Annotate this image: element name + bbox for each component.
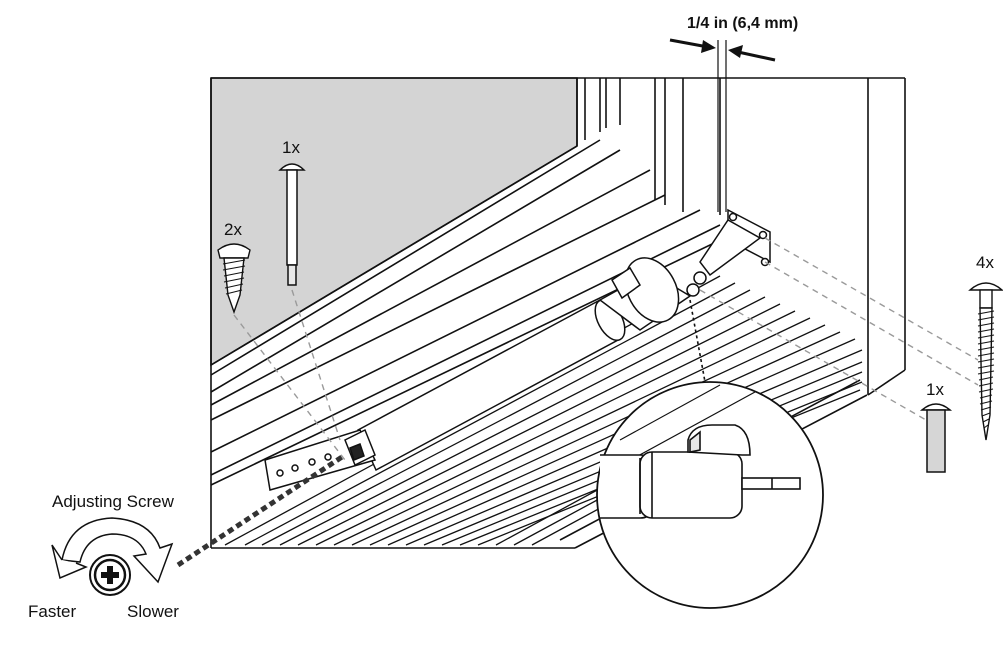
- screw-short: 2x: [217, 220, 251, 315]
- gap-label: 1/4 in (6,4 mm): [687, 15, 798, 32]
- rotate-arrows-icon: [51, 517, 174, 584]
- pin-right: 1x: [919, 380, 953, 473]
- screw-long-qty: 4x: [976, 253, 994, 272]
- screw-long: 4x: [968, 253, 1003, 441]
- detail-magnifier: [596, 381, 824, 609]
- pin-right-qty: 1x: [926, 380, 944, 399]
- phillips-screw-icon: [89, 554, 131, 596]
- detail-leader: [689, 299, 713, 421]
- strut-end-cap: [624, 257, 680, 323]
- gap-dimension: 1/4 in (6,4 mm): [669, 15, 798, 212]
- adjusting-screw-legend: Adjusting Screw Faster Slower: [28, 492, 179, 621]
- gap-arrow-right-icon: [728, 45, 776, 62]
- bracket-screw-hole: [728, 212, 738, 222]
- detail-cylinder: [600, 424, 801, 519]
- pin-top-qty: 1x: [282, 138, 300, 157]
- bracket-screw-hole: [758, 230, 768, 240]
- adjusting-screw-head: [349, 443, 365, 461]
- sash-bracket: [264, 428, 377, 491]
- pin-top: 1x: [278, 138, 306, 286]
- window-operator: [264, 208, 771, 491]
- leader-lines: [233, 237, 979, 461]
- gap-arrow-left-icon: [669, 38, 716, 53]
- frame-bracket: [699, 208, 771, 277]
- adjusting-screw-title: Adjusting Screw: [52, 492, 175, 511]
- faster-label: Faster: [28, 602, 77, 621]
- screw-short-qty: 2x: [224, 220, 242, 239]
- adjust-screw-leader: [176, 452, 347, 568]
- slower-label: Slower: [127, 602, 179, 621]
